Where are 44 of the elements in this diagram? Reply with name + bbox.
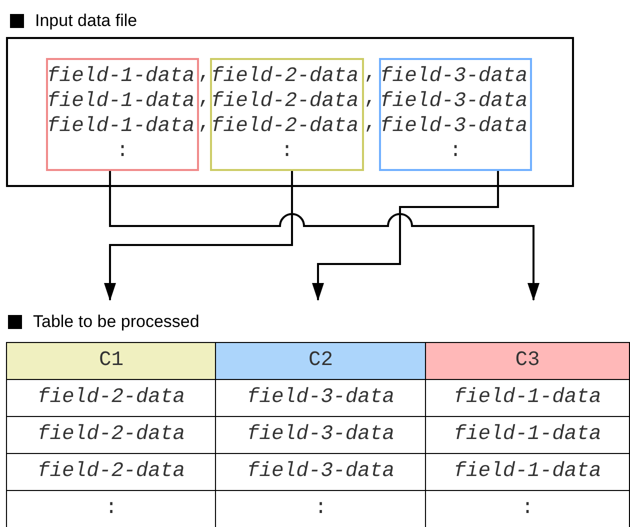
table-column bbox=[425, 342, 630, 527]
field-value: field-3-data bbox=[380, 64, 528, 89]
field-value: field-1-data bbox=[47, 114, 195, 139]
arrow bbox=[109, 169, 540, 301]
column-header: C2 bbox=[215, 342, 426, 380]
separator-comma: , bbox=[198, 61, 210, 86]
table-column bbox=[6, 342, 216, 527]
ellipsis-mark: : bbox=[116, 139, 129, 164]
field-value: field-1-data bbox=[47, 89, 195, 114]
field-group-box bbox=[46, 58, 199, 171]
table-cell: field-1-data bbox=[425, 379, 630, 418]
separator-comma: , bbox=[364, 86, 376, 111]
field-group-box bbox=[210, 58, 364, 171]
separator-comma: , bbox=[198, 111, 210, 136]
table-cell: field-2-data bbox=[6, 453, 216, 492]
field-value: field-3-data bbox=[380, 89, 528, 114]
table-cell: field-2-data bbox=[6, 379, 216, 418]
ellipsis-mark: : bbox=[449, 139, 462, 164]
separator-comma: , bbox=[364, 111, 376, 136]
section-heading: Input data file bbox=[35, 11, 138, 31]
table-cell: field-3-data bbox=[215, 416, 426, 454]
separator-comma: , bbox=[364, 61, 376, 86]
ellipsis-mark: : bbox=[215, 490, 426, 527]
field-value: field-2-data bbox=[211, 114, 359, 139]
table-cell: field-2-data bbox=[6, 416, 216, 454]
arrow bbox=[104, 169, 293, 301]
field-value: field-1-data bbox=[47, 64, 195, 89]
field-value: field-2-data bbox=[211, 64, 359, 89]
ellipsis-mark: : bbox=[6, 490, 216, 527]
column-header: C1 bbox=[6, 342, 216, 380]
column-header: C3 bbox=[425, 342, 630, 380]
field-group-box bbox=[379, 58, 532, 171]
ellipsis-mark: : bbox=[425, 490, 630, 527]
ellipsis-mark: : bbox=[280, 139, 294, 164]
field-value: field-2-data bbox=[211, 89, 359, 114]
table-cell: field-1-data bbox=[425, 453, 630, 492]
table-cell: field-3-data bbox=[215, 379, 426, 418]
arrow bbox=[312, 169, 499, 301]
table-cell: field-1-data bbox=[425, 416, 630, 454]
field-value: field-3-data bbox=[380, 114, 528, 139]
table-heading: Table to be processed bbox=[33, 312, 200, 332]
table-column bbox=[215, 342, 426, 527]
table-cell: field-3-data bbox=[215, 453, 426, 492]
separator-comma: , bbox=[198, 86, 210, 111]
